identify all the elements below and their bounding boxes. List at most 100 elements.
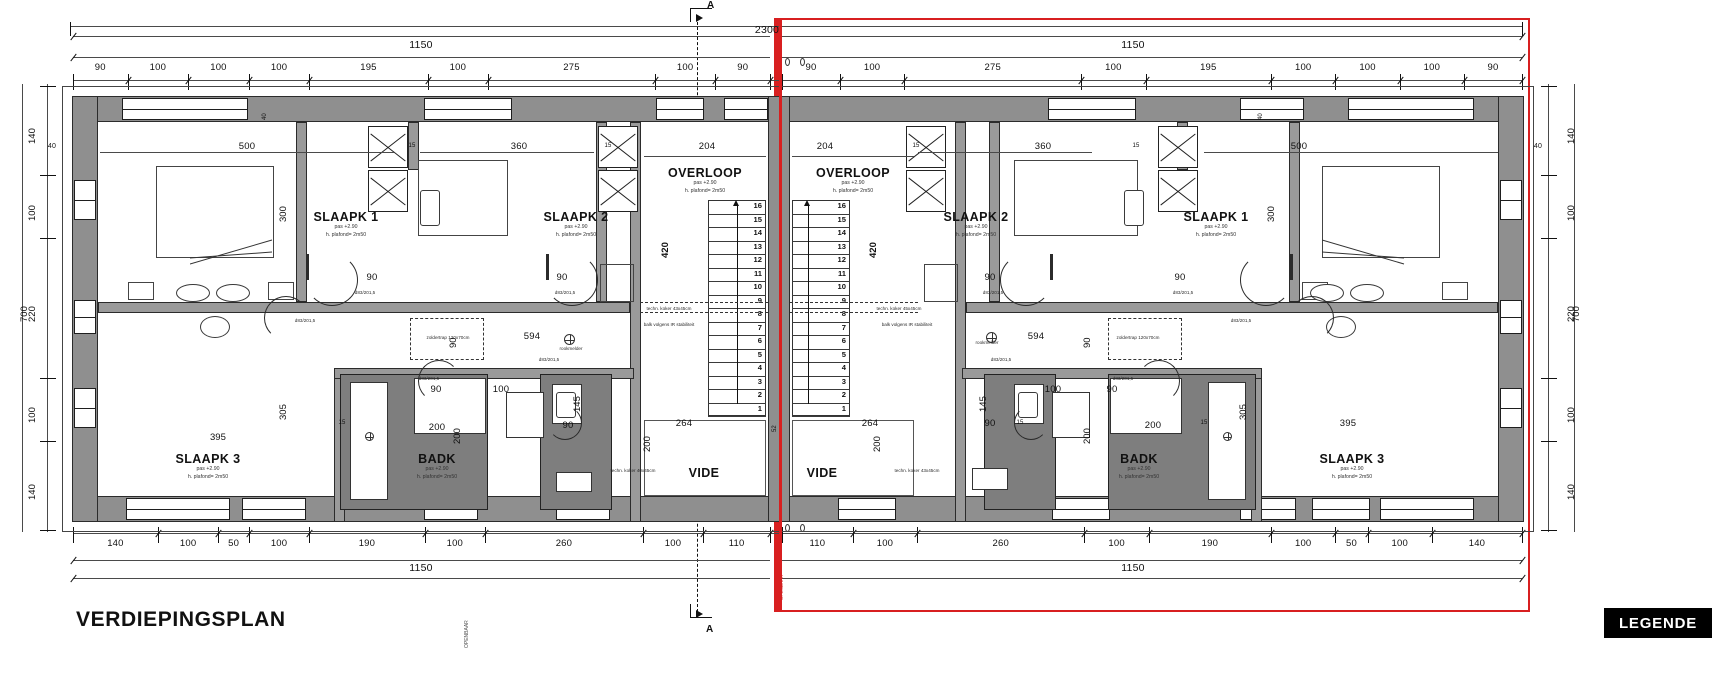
bathtub-left — [350, 382, 388, 500]
room-label-vide-left: VIDE — [672, 466, 736, 480]
partition-right-v3 — [989, 122, 1000, 302]
dim-bottom-left-tick — [309, 527, 310, 543]
dim-bottom-right-tick — [1522, 527, 1523, 543]
floor-drain-left — [365, 432, 374, 441]
dim-top-left-label: 90 — [737, 62, 749, 73]
closet-right-2 — [1158, 170, 1198, 212]
dim-bottom-right-label: 100 — [1294, 538, 1312, 549]
room-level: pas +2.90 — [425, 466, 449, 472]
dim-stair-right: 420 — [868, 242, 879, 258]
dim-line-bottom-half-right — [782, 560, 1522, 561]
window-bottom-1 — [126, 498, 230, 520]
dim-top-right-label: 90 — [805, 62, 817, 73]
dim-bottom-right-tick — [782, 527, 783, 543]
partition-left-h1 — [98, 302, 630, 313]
stair-direction-stem-left — [737, 206, 738, 404]
dim-misc-594-left: 594 — [523, 331, 541, 342]
dim-bottom-left-tick — [770, 527, 771, 543]
room-level: pas +2.90 — [196, 466, 220, 472]
room-level: pas +2.90 — [564, 224, 588, 230]
stair-right-tread — [792, 227, 850, 228]
dim-depth-left-300: 300 — [278, 206, 289, 222]
dim-bottom-right-label: 140 — [1468, 538, 1486, 549]
note-door-right-4: d83/201,5 — [990, 357, 1012, 362]
dim-depth-right-305: 305 — [1238, 404, 1249, 420]
fixture-left-2 — [420, 190, 440, 226]
note-koker-left: techn. koker 43x45cm — [646, 306, 692, 311]
dim-top-right-tick — [1400, 74, 1401, 90]
dim-bottom-left-tick — [218, 527, 219, 543]
fixture-right-2 — [1124, 190, 1144, 226]
window-right-3 — [1500, 388, 1522, 428]
note-balk-right: balk volgens IR stabiliteit — [881, 322, 933, 327]
note-door-left-3: d83/201,5 — [294, 318, 316, 323]
partition-right-v4 — [955, 122, 966, 522]
dim-line-left-total — [22, 84, 23, 532]
note-door-right-2: d83/201,5 — [982, 290, 1004, 295]
room-level: pas +2.90 — [334, 224, 358, 230]
room-ceiling: h. plafond= 2m50 — [555, 231, 597, 238]
dim-bottom-half-left: 1150 — [409, 562, 433, 574]
dim-top-right-tick — [904, 74, 905, 90]
dim-line-left-vertical — [47, 84, 48, 532]
outer-boundary — [62, 86, 1534, 532]
sink-oval-left-c — [200, 316, 230, 338]
door-arc-left-4 — [418, 360, 460, 402]
window-top-2 — [424, 98, 512, 120]
dim-vide-left-200: 200 — [642, 436, 653, 452]
room-ceiling: h. plafond= 2m50 — [416, 473, 458, 480]
dim-left-label: 100 — [27, 407, 38, 424]
dim-bottom-left-tick — [249, 527, 250, 543]
dim-misc-100-right: 100 — [1044, 384, 1062, 395]
bed-right-2 — [1014, 160, 1138, 236]
room-ceiling: h. plafond= 2m50 — [187, 473, 229, 480]
door-width-left-2: 90 — [556, 272, 568, 283]
section-arrow-bottom — [696, 610, 703, 618]
dim-vide-left: 264 — [675, 418, 693, 429]
stair-left-step-number: 5 — [757, 350, 762, 359]
section-bracket-top — [690, 8, 712, 22]
window-right-2 — [1500, 300, 1522, 334]
dim-right-tick — [1541, 86, 1557, 87]
room-name: VIDE — [688, 466, 720, 480]
dim-top-right-tick — [1464, 74, 1465, 90]
window-top-6 — [1240, 98, 1304, 120]
dim-right-label: 100 — [1566, 407, 1577, 424]
stair-left-step-number: 16 — [753, 201, 762, 210]
dim-top-right-tick — [1335, 74, 1336, 90]
note-spiltrap-right: zoldertrap 120x70cm — [1116, 335, 1160, 340]
legend-box[interactable]: LEGENDE — [1604, 608, 1712, 638]
dim-misc-145-left: 145 — [572, 396, 583, 412]
dim-left-label: 100 — [27, 204, 38, 221]
door-width-left-1: 90 — [366, 272, 378, 283]
dim-misc-200-right: 200 — [1082, 428, 1093, 444]
dim-bottom-right-tick — [853, 527, 854, 543]
dim-bottom-right-tick — [1432, 527, 1433, 543]
dim-top-left-tick — [655, 74, 656, 90]
window-bottom-9 — [1380, 498, 1474, 520]
dim-top-right-tick — [1146, 74, 1147, 90]
stair-right-tread — [792, 214, 850, 215]
window-top-4 — [724, 98, 768, 120]
room-ceiling: h. plafond= 2m50 — [955, 231, 997, 238]
dim-top-left-label: 100 — [676, 62, 694, 73]
dim-right-tick — [1541, 530, 1557, 531]
stair-right-step-number: 15 — [837, 215, 846, 224]
stair-left-step-number: 15 — [753, 215, 762, 224]
dim-bottom-left-tick — [425, 527, 426, 543]
window-top-1 — [122, 98, 248, 120]
dim-misc-100-left: 100 — [492, 384, 510, 395]
room-label-badk-left: BADK pas +2.90 h. plafond= 2m50 — [394, 452, 480, 482]
legend-label: LEGENDE — [1618, 614, 1698, 632]
room-name: SLAAPK 3 — [175, 452, 241, 466]
dim-misc-200-b-left: 200 — [428, 422, 446, 433]
room-label-slaapk2-left: SLAAPK 2 pas +2.90 h. plafond= 2m50 — [530, 210, 622, 240]
room-name: VIDE — [806, 466, 838, 480]
dim-misc-145-right: 145 — [978, 396, 989, 412]
dim-interior-right-204: 204 — [816, 141, 834, 152]
closet-left-1 — [368, 126, 408, 168]
room-level: pas +2.90 — [1204, 224, 1228, 230]
attic-stair-left — [410, 318, 484, 360]
dim-overall-width: 2300 — [754, 24, 780, 36]
room-name: SLAAPK 3 — [1319, 452, 1385, 466]
